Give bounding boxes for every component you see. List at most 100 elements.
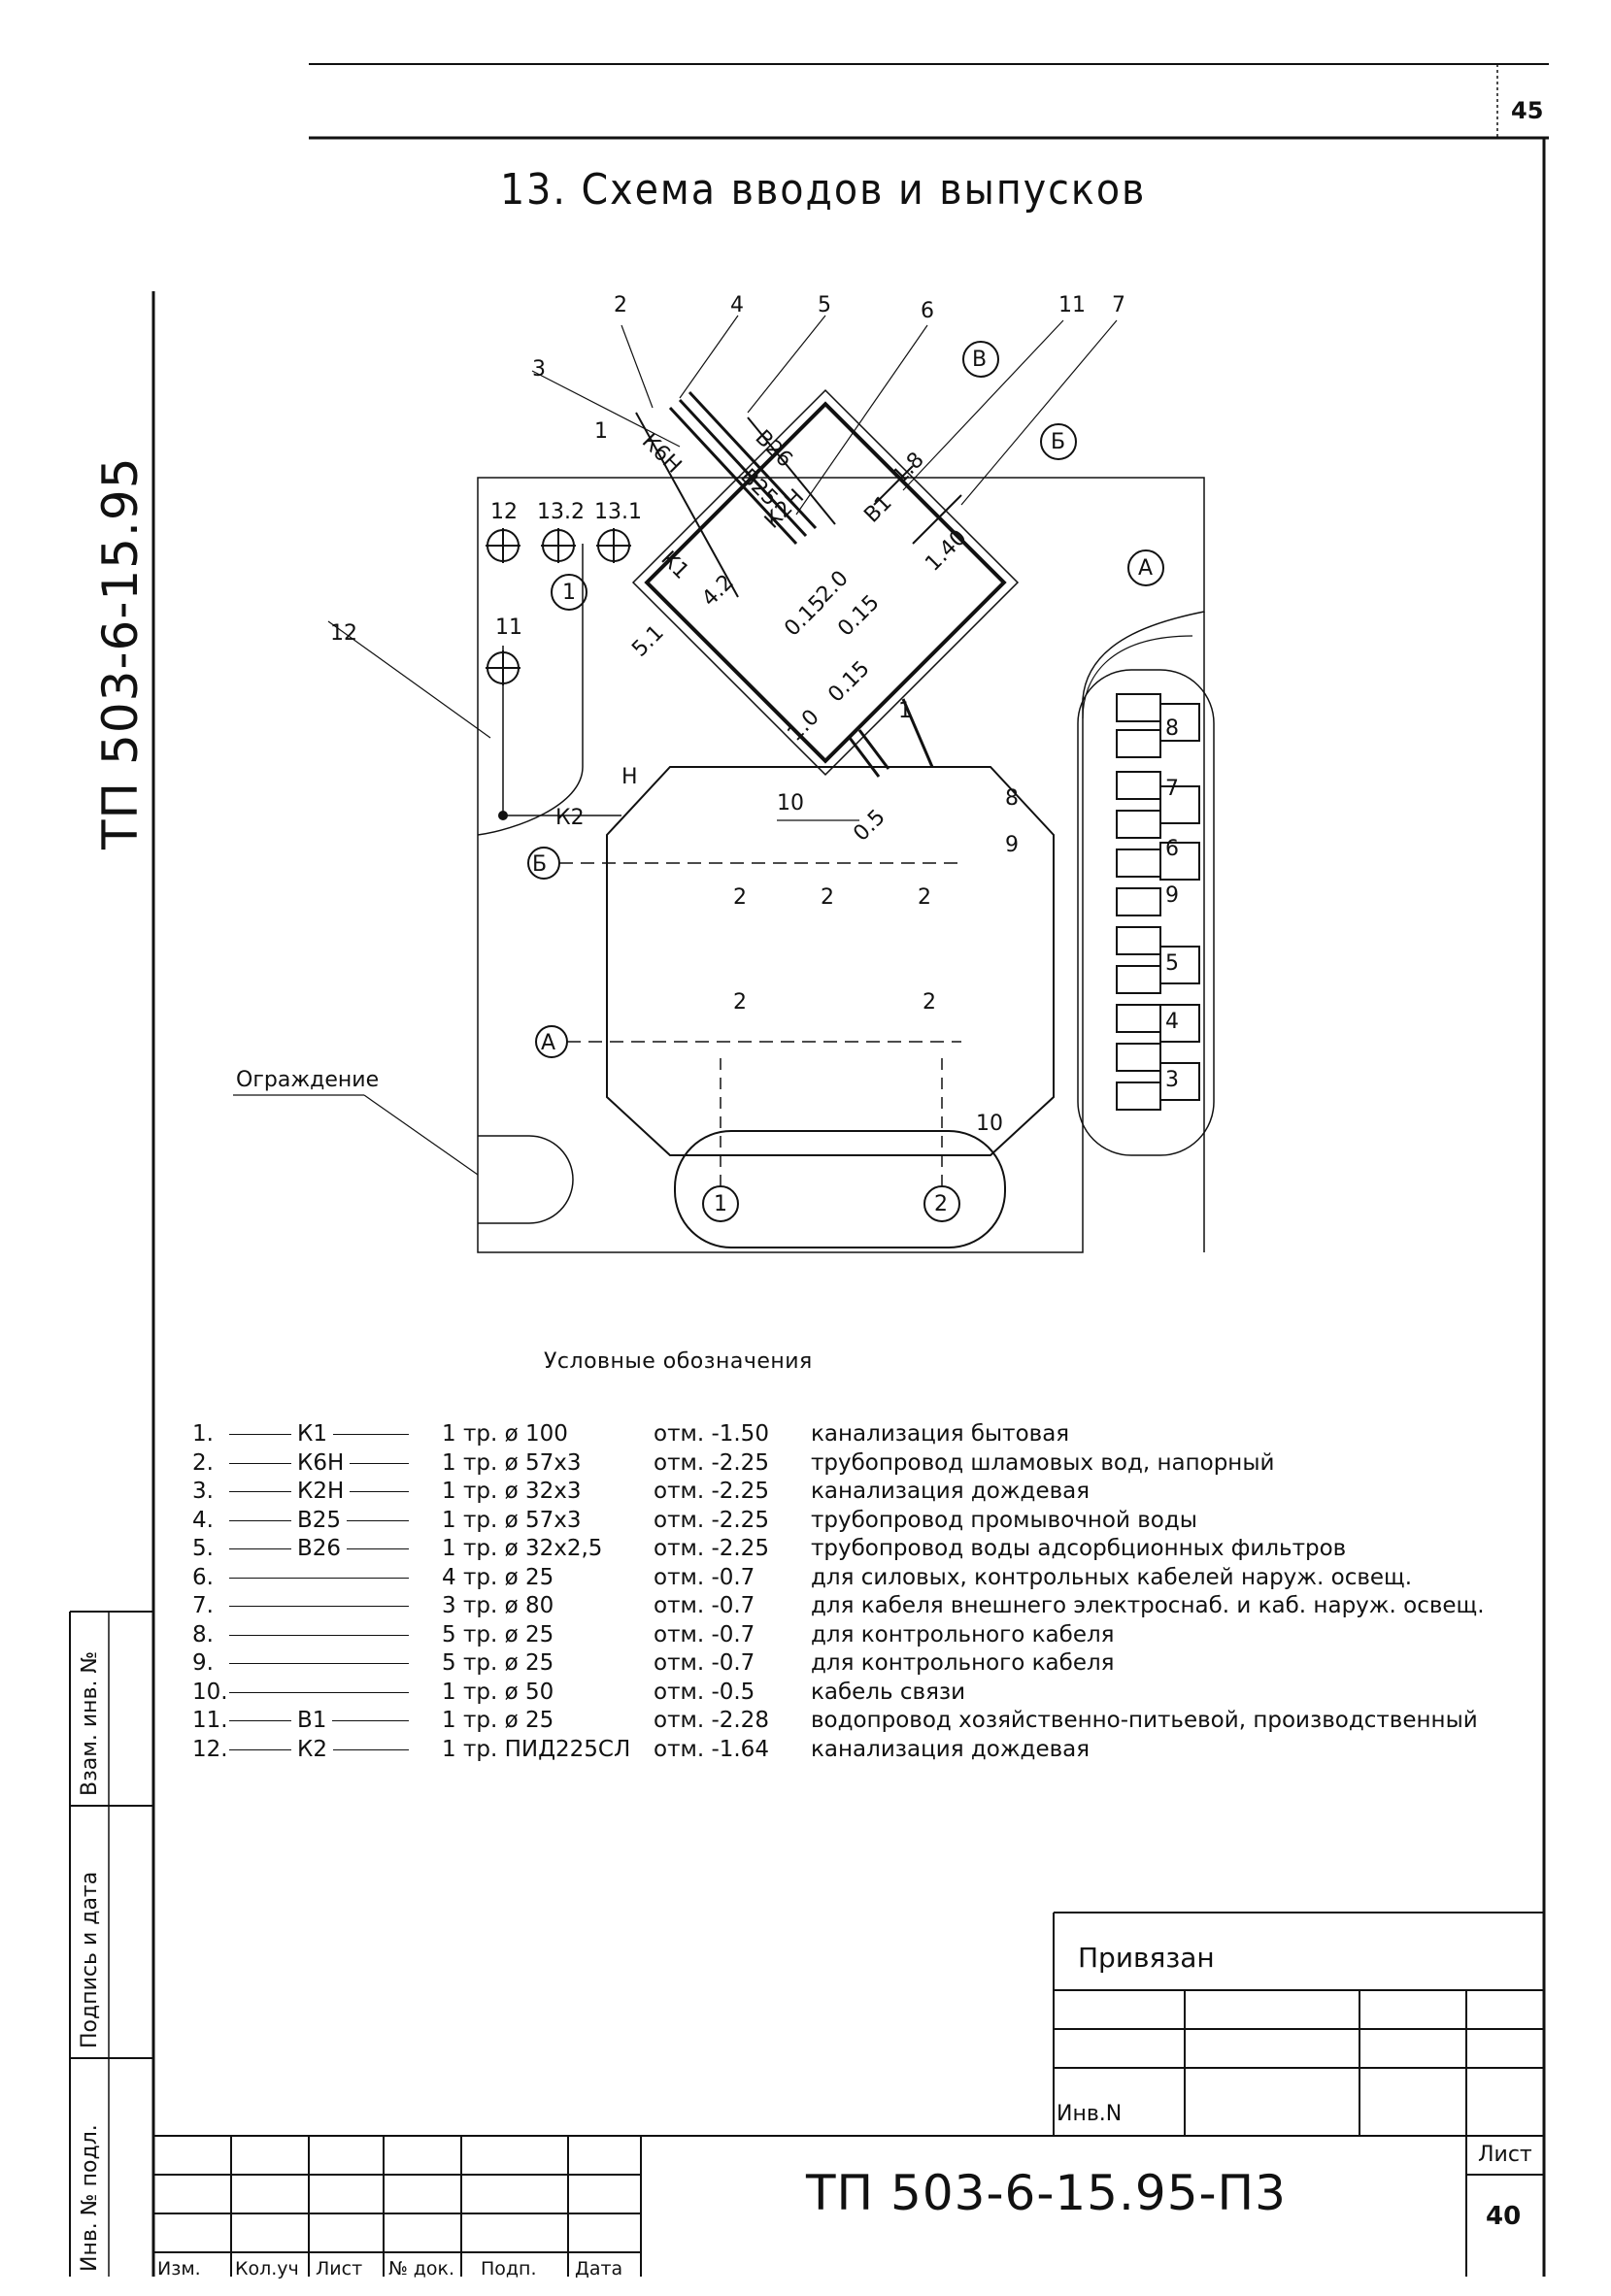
legend-desc: для силовых, контрольных кабелей наруж. … bbox=[811, 1564, 1413, 1590]
axis-1-bubble: 1 bbox=[714, 1192, 727, 1216]
k2-label: К2 bbox=[555, 806, 585, 830]
col-doc-no: № док. bbox=[388, 2258, 455, 2279]
col-izm: Изм. bbox=[157, 2258, 201, 2279]
cabinet-5: 5 bbox=[1165, 951, 1179, 976]
legend-mark: отм. -2.28 bbox=[654, 1708, 769, 1733]
callout-8: 8 bbox=[1005, 786, 1019, 811]
side-field-sign-date: Подпись и дата bbox=[78, 1871, 102, 2048]
legend-line-symbol bbox=[229, 1577, 409, 1579]
legend-code: В25 bbox=[291, 1505, 348, 1535]
legend-qty: 1 тр. ø 57х3 bbox=[442, 1449, 582, 1476]
bound-to-label: Привязан bbox=[1078, 1942, 1215, 1974]
legend-mark: отм. -0.5 bbox=[654, 1679, 755, 1705]
legend-qty: 1 тр. ø 57х3 bbox=[442, 1507, 582, 1533]
cabinet-3: 3 bbox=[1165, 1068, 1179, 1092]
axis-a-right-bubble: А bbox=[1138, 556, 1154, 581]
legend-line-symbol bbox=[229, 1606, 409, 1607]
side-code: ТП 503-6-15.95 bbox=[92, 456, 149, 849]
callout-3: 3 bbox=[532, 357, 546, 382]
legend-num: 8. bbox=[192, 1621, 214, 1647]
legend-code: К6Н bbox=[291, 1447, 351, 1478]
callout-1b: 1 bbox=[898, 699, 912, 723]
legend-num: 2. bbox=[192, 1449, 214, 1476]
legend-desc: кабель связи bbox=[811, 1679, 966, 1705]
legend-qty: 3 тр. ø 80 bbox=[442, 1593, 554, 1618]
legend-mark: отм. -0.7 bbox=[654, 1621, 755, 1647]
callout-10b: 10 bbox=[976, 1112, 1003, 1136]
legend-qty: 1 тр. ø 100 bbox=[442, 1421, 568, 1447]
col-date: Дата bbox=[575, 2258, 623, 2279]
axis-a-marker-2: 2 bbox=[923, 990, 936, 1015]
legend-qty: 1 тр. ø 32х3 bbox=[442, 1479, 582, 1504]
axis-2-bubble: 2 bbox=[934, 1192, 948, 1216]
axis-1-left-bubble: 1 bbox=[562, 581, 576, 605]
axis-a-marker-1: 2 bbox=[733, 990, 747, 1015]
legend-mark: отм. -0.7 bbox=[654, 1650, 755, 1676]
legend-mark: отм. -2.25 bbox=[654, 1479, 769, 1504]
callout-9: 9 bbox=[1005, 833, 1019, 857]
callout-2: 2 bbox=[614, 293, 627, 317]
legend-title: Условные обозначения bbox=[544, 1349, 813, 1374]
legend-num: 12. bbox=[192, 1736, 228, 1762]
col-kol-uch: Кол.уч bbox=[235, 2258, 299, 2279]
cabinet-7: 7 bbox=[1165, 777, 1179, 801]
legend-mark: отм. -2.25 bbox=[654, 1507, 769, 1533]
legend-code: К2Н bbox=[291, 1477, 351, 1506]
legend-mark: отм. -2.25 bbox=[654, 1449, 769, 1476]
legend-num: 3. bbox=[192, 1479, 214, 1504]
legend-line-symbol bbox=[229, 1691, 409, 1693]
site-plan bbox=[233, 315, 1215, 1253]
legend-num: 9. bbox=[192, 1650, 214, 1676]
h-label: Н bbox=[621, 765, 638, 789]
well-label-12: 12 bbox=[490, 500, 518, 524]
legend-mark: отм. -0.7 bbox=[654, 1593, 755, 1618]
side-field-replace-inv: Взам. инв. № bbox=[78, 1650, 102, 1796]
legend-desc: канализация бытовая bbox=[811, 1421, 1070, 1447]
axis-b-top-bubble: Б bbox=[1051, 430, 1066, 454]
side-field-inv-orig: Инв. № подл. bbox=[78, 2124, 102, 2272]
legend-num: 7. bbox=[192, 1593, 214, 1618]
legend-qty: 1 тр. ПИД225СЛ bbox=[442, 1736, 631, 1762]
legend-line-symbol bbox=[229, 1634, 409, 1636]
legend-code: В26 bbox=[291, 1534, 348, 1563]
legend-mark: отм. -0.7 bbox=[654, 1564, 755, 1590]
axis-v-bubble: В bbox=[972, 348, 988, 372]
legend-num: 6. bbox=[192, 1564, 214, 1590]
document-code: ТП 503-6-15.95-П3 bbox=[806, 2165, 1287, 2221]
legend-qty: 1 тр. ø 50 bbox=[442, 1679, 554, 1705]
legend-code: К2 bbox=[291, 1734, 333, 1764]
callout-5: 5 bbox=[818, 293, 831, 317]
axis-a-bubble: А bbox=[541, 1031, 556, 1055]
cabinet-8: 8 bbox=[1165, 716, 1179, 741]
callout-6: 6 bbox=[921, 299, 934, 323]
sheet-label: Лист bbox=[1478, 2143, 1532, 2167]
legend-num: 4. bbox=[192, 1507, 214, 1533]
callout-1: 1 bbox=[594, 419, 608, 444]
legend-line-symbol bbox=[229, 1663, 409, 1664]
legend-num: 11. bbox=[192, 1708, 228, 1733]
legend-qty: 1 тр. ø 32х2,5 bbox=[442, 1536, 603, 1561]
well-label-11: 11 bbox=[495, 616, 522, 640]
inv-no-label: Инв.N bbox=[1057, 2102, 1123, 2126]
legend-qty: 4 тр. ø 25 bbox=[442, 1564, 554, 1590]
legend-qty: 5 тр. ø 25 bbox=[442, 1621, 554, 1647]
legend-mark: отм. -2.25 bbox=[654, 1536, 769, 1561]
legend-desc: канализация дождевая bbox=[811, 1479, 1091, 1504]
legend-code: В1 bbox=[291, 1706, 333, 1735]
legend-qty: 1 тр. ø 25 bbox=[442, 1708, 554, 1733]
col-sign: Подп. bbox=[481, 2258, 537, 2279]
legend-desc: для кабеля внешнего электроснаб. и каб. … bbox=[811, 1593, 1485, 1618]
legend-qty: 5 тр. ø 25 bbox=[442, 1650, 554, 1676]
legend-desc: водопровод хозяйственно-питьевой, произв… bbox=[811, 1708, 1478, 1733]
legend-code: К1 bbox=[291, 1419, 333, 1448]
axis-b-marker-1: 2 bbox=[733, 885, 747, 910]
axis-b-bubble: Б bbox=[532, 852, 548, 877]
legend-num: 1. bbox=[192, 1421, 214, 1447]
legend-mark: отм. -1.64 bbox=[654, 1736, 769, 1762]
callout-11: 11 bbox=[1058, 293, 1086, 317]
legend-desc: для контрольного кабеля bbox=[811, 1621, 1115, 1647]
legend-desc: трубопровод шламовых вод, напорный bbox=[811, 1449, 1275, 1476]
cabinet-column bbox=[1116, 693, 1200, 1111]
page-number: 45 bbox=[1511, 97, 1544, 124]
